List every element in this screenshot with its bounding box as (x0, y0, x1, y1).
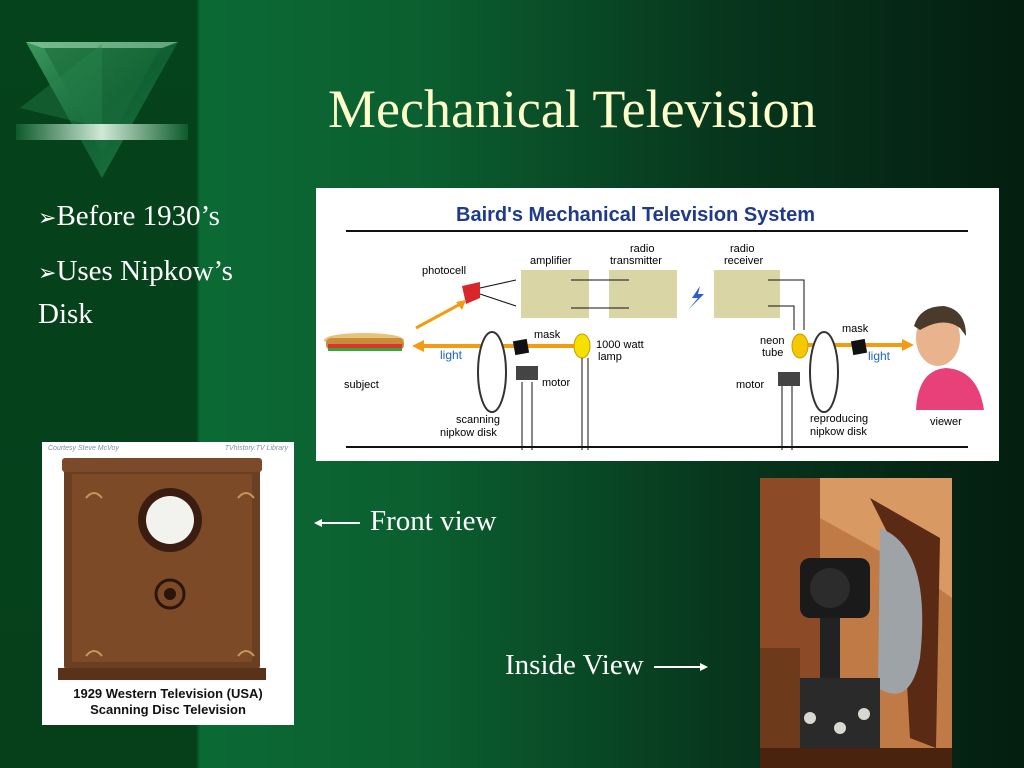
front-view-label: Front view (314, 505, 496, 538)
radio-wave-icon (688, 286, 704, 310)
bullet-list: ➢Before 1930’s ➢Uses Nipkow’s Disk (38, 196, 288, 346)
lamp-label: 1000 watt (596, 339, 644, 351)
inside-view-text: Inside View (505, 649, 644, 681)
television-internals-image (760, 478, 952, 768)
inside-view-label: Inside View (505, 649, 708, 682)
radio-transmitter-label: transmitter (610, 255, 662, 267)
transmitter-box (609, 270, 677, 318)
light-label: light (440, 348, 463, 362)
slide-title: Mechanical Television (328, 79, 817, 139)
photocell-label: photocell (422, 265, 466, 277)
bullet-item: ➢Before 1930’s (38, 196, 288, 239)
front-view-text: Front view (370, 505, 497, 537)
viewer-person-icon (914, 306, 984, 410)
subject-label: subject (344, 379, 379, 391)
arrow-bullet-icon: ➢ (38, 206, 57, 231)
light-arrow-icon (415, 300, 465, 330)
reproducing-disk-label: nipkow disk (810, 426, 867, 438)
motor-label: motor (542, 377, 570, 389)
radio-transmitter-label: radio (630, 243, 654, 255)
viewer-label: viewer (930, 416, 962, 428)
lamp-label: lamp (598, 351, 622, 363)
arrow-bullet-icon: ➢ (38, 261, 57, 286)
right-arrow-icon (653, 663, 708, 672)
light-label: light (868, 349, 891, 363)
reproducing-disk-icon (809, 331, 839, 413)
cabinet-caption: 1929 Western Television (USA) Scanning D… (42, 686, 294, 718)
inside-view-photo (760, 478, 952, 768)
sandwich-subject-icon (324, 333, 404, 351)
neon-tube-label: tube (762, 347, 783, 359)
reproducing-disk-label: reproducing (810, 413, 868, 425)
cabinet-photo: Courtesy Steve McVoy TVhistory.TV Librar… (42, 442, 294, 725)
caption-line: Scanning Disc Television (90, 702, 246, 717)
scanning-disk-label: nipkow disk (440, 427, 497, 439)
photocell-icon (462, 282, 480, 304)
baird-system-diagram: Baird's Mechanical Television System pho… (316, 188, 999, 461)
neon-tube-label: neon (760, 335, 784, 347)
radio-receiver-label: radio (730, 243, 754, 255)
neon-tube-icon (791, 333, 809, 359)
left-arrow-icon (314, 519, 360, 528)
motor-icon (778, 372, 800, 386)
pyramid-logo (16, 42, 188, 178)
lamp-icon (573, 333, 591, 359)
television-cabinet-image (58, 458, 266, 680)
bullet-text: Before 1930’s (56, 200, 220, 232)
mask-label: mask (842, 323, 869, 335)
motor-label: motor (736, 379, 764, 391)
motor-icon (516, 366, 538, 380)
scanning-disk-label: scanning (456, 414, 500, 426)
amplifier-label: amplifier (530, 255, 572, 267)
bullet-text: Uses Nipkow’s Disk (38, 255, 233, 330)
scanning-disk-icon (477, 331, 507, 413)
mask-label: mask (534, 329, 561, 341)
amplifier-box (521, 270, 589, 318)
photo-credit: TVhistory.TV Library (224, 445, 288, 452)
bullet-item: ➢Uses Nipkow’s Disk (38, 251, 288, 334)
photo-credit: Courtesy Steve McVoy (48, 445, 119, 452)
caption-line: 1929 Western Television (USA) (73, 686, 263, 701)
receiver-box (714, 270, 780, 318)
radio-receiver-label: receiver (724, 255, 763, 267)
diagram-title: Baird's Mechanical Television System (456, 204, 815, 226)
